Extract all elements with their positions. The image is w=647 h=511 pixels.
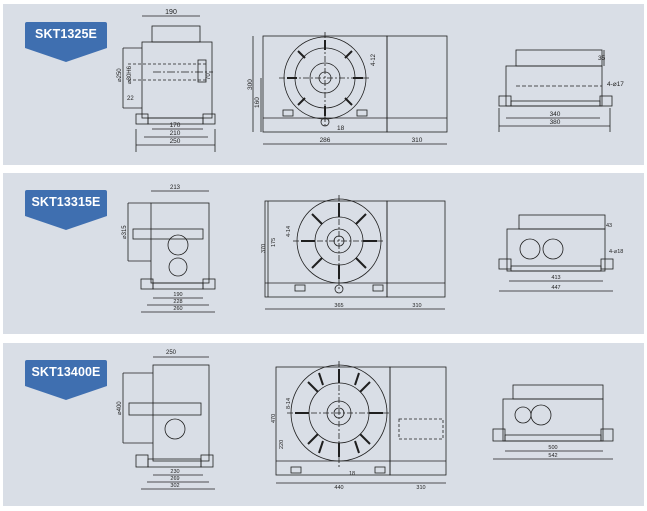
dimension-label: 310 <box>416 485 425 491</box>
model-badge: SKT13400E <box>25 360 107 404</box>
dimension-label: 22 <box>127 96 134 102</box>
dimension-label: ⌀315 <box>122 225 128 239</box>
dimension-label: 43 <box>606 223 612 229</box>
model-name: SKT1325E <box>35 27 97 41</box>
technical-drawing: 250 ⌀400 230 269 302 470 220 8-14 18 440… <box>117 350 614 491</box>
dimension-label: 228 <box>173 299 182 305</box>
dimension-label: 18 <box>349 471 355 477</box>
dimension-label: 230 <box>170 469 179 475</box>
technical-drawing: 190 ⌀250 ⌀30H6 22 70 170 210 250 300 160… <box>117 9 624 152</box>
dimension-label: 4-12 <box>371 53 377 66</box>
model-badge: SKT1325E <box>25 22 107 66</box>
dimension-label: 170 <box>170 122 181 129</box>
dimension-label: 190 <box>165 9 177 16</box>
dimension-label: 470 <box>271 414 277 423</box>
dimension-label: 8-14 <box>286 398 292 409</box>
dimension-label: 413 <box>551 275 560 281</box>
dimension-label: 310 <box>412 303 421 309</box>
dimension-label: 440 <box>334 485 343 491</box>
front-view <box>252 32 448 145</box>
dimension-label: 70 <box>206 73 212 80</box>
dimension-label: 380 <box>550 119 561 126</box>
model-name: SKT13400E <box>31 365 101 379</box>
model-panel-skt1325e: SKT1325E <box>3 4 644 165</box>
model-panel-skt13315e: SKT13315E <box>3 173 644 334</box>
dimension-label: 269 <box>170 476 179 482</box>
dimension-label: 310 <box>412 137 423 144</box>
dimension-label: 260 <box>173 306 182 312</box>
dimension-label: 340 <box>550 111 561 118</box>
rear-view <box>498 214 614 292</box>
dimension-label: ⌀30H6 <box>127 65 133 84</box>
dimension-label: 35 <box>598 55 606 62</box>
side-view <box>122 15 216 152</box>
dimension-label: 300 <box>247 79 254 90</box>
dimension-label: 160 <box>254 97 261 108</box>
dimension-label: 4-⌀18 <box>609 249 623 255</box>
dimension-label: 365 <box>334 303 343 309</box>
dimension-label: 190 <box>173 292 182 298</box>
side-view <box>127 190 216 313</box>
dimension-label: ⌀250 <box>117 68 123 82</box>
dimension-label: 250 <box>166 350 177 356</box>
dimension-label: 213 <box>170 185 181 191</box>
rear-view <box>498 49 613 132</box>
dimension-label: 302 <box>170 483 179 489</box>
dimension-label: 542 <box>548 453 557 459</box>
model-badge: SKT13315E <box>25 190 107 234</box>
dimension-label: 18 <box>337 125 345 132</box>
front-view <box>275 361 447 484</box>
dimension-label: ⌀400 <box>117 401 123 415</box>
side-view <box>122 356 215 490</box>
rear-view <box>492 384 614 460</box>
dimension-label: 500 <box>548 445 557 451</box>
front-view <box>264 195 446 310</box>
dimension-label: 4-14 <box>286 226 292 237</box>
dimension-label: 250 <box>170 138 181 145</box>
technical-drawing: 213 ⌀315 190 228 260 370 175 4-14 365 31… <box>122 185 623 313</box>
dimension-label: 4-⌀17 <box>607 81 624 88</box>
model-name: SKT13315E <box>31 195 101 209</box>
dimension-label: 220 <box>279 440 285 449</box>
dimension-label: 210 <box>170 130 181 137</box>
dimension-label: 286 <box>320 137 331 144</box>
dimension-label: 447 <box>551 285 560 291</box>
dimension-label: 370 <box>261 244 267 253</box>
model-panel-skt13400e: SKT13400E <box>3 343 644 506</box>
dimension-label: 175 <box>271 238 277 247</box>
